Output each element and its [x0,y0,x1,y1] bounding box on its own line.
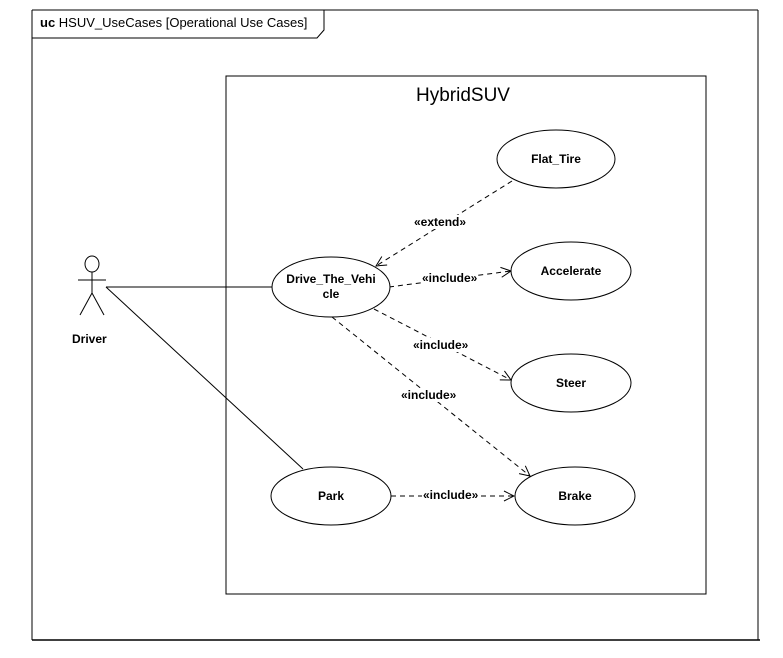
drive-the-vehicle-label: Drive_The_Vehi cle [272,272,390,302]
use-case-brake[interactable] [514,466,636,526]
use-case-steer[interactable] [510,353,632,413]
system-boundary [225,75,707,595]
actor-label: Driver [72,332,107,346]
drive-label-line1: Drive_The_Vehi [286,272,376,286]
include-steer-label: «include» [412,338,470,352]
drive-label-line2: cle [322,287,340,301]
use-case-park[interactable] [270,466,392,526]
association-driver-park[interactable] [105,286,304,470]
include-brake-label: «include» [400,388,458,402]
frame-keyword: uc [40,15,56,30]
include-accelerate-arrow[interactable] [388,271,511,288]
park-label: Park [317,489,345,503]
system-name: HybridSUV [416,85,510,106]
steer-label: Steer [555,376,587,390]
diagram-frame [31,9,760,641]
frame-title: uc HSUV_UseCases [Operational Use Cases] [40,15,307,30]
driver-actor-icon[interactable] [78,255,106,316]
accelerate-label: Accelerate [540,264,602,278]
include-steer-arrow[interactable] [373,308,511,380]
extend-label: «extend» [413,215,468,229]
include-park-brake-label: «include» [422,488,480,502]
frame-title-tab [32,10,325,39]
include-accelerate-label: «include» [421,271,479,285]
brake-label: Brake [558,489,592,503]
use-case-accelerate[interactable] [510,241,632,301]
frame-name: HSUV_UseCases [Operational Use Cases] [58,15,308,30]
flat-tire-label: Flat_Tire [531,152,581,166]
use-case-drive-the-vehicle[interactable] [271,256,391,318]
use-case-flat-tire[interactable] [496,129,616,189]
